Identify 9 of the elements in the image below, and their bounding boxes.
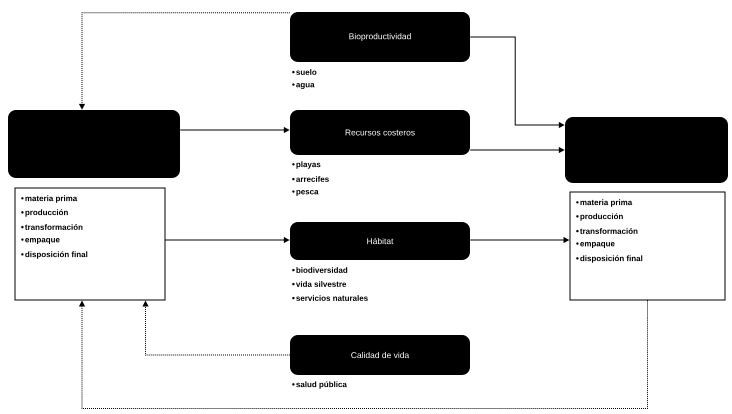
- title-box: Recursos costeros: [290, 110, 470, 155]
- list-box: [14, 188, 166, 300]
- title-box: Hábitat: [290, 222, 470, 260]
- list-box: [570, 192, 726, 300]
- title-box: Bioproductividad: [290, 12, 470, 62]
- title-box: [8, 110, 180, 178]
- title-box: Calidad de vida: [290, 335, 470, 375]
- dotted-arrow: [78, 300, 648, 409]
- title-box: [565, 117, 728, 183]
